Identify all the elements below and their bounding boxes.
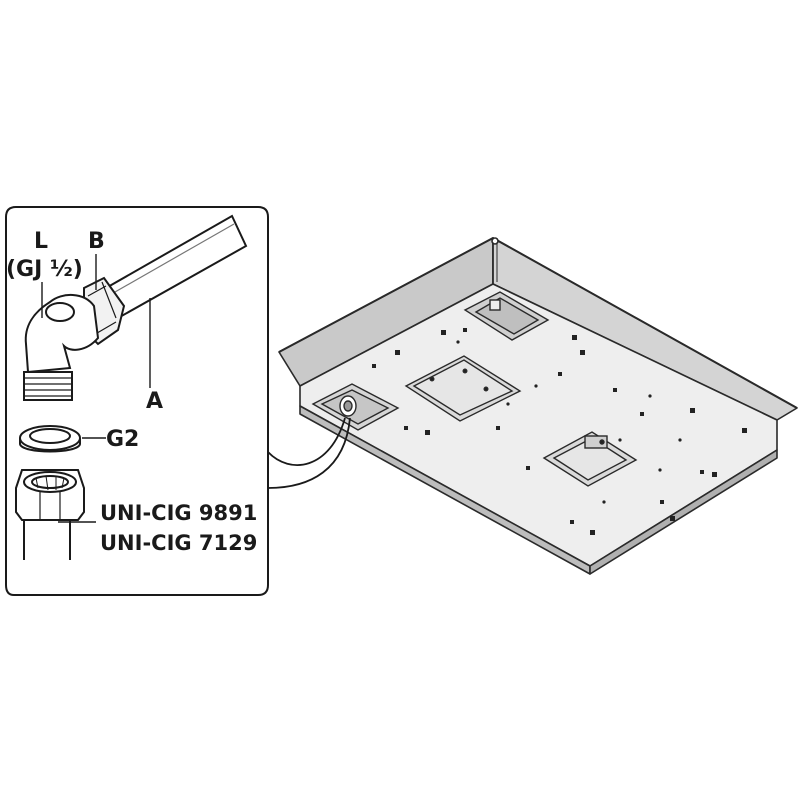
callout-leader-lower (267, 417, 351, 489)
label-g2: G2 (106, 427, 139, 452)
elbow-fitting-l (23, 294, 100, 401)
flexible-hose (23, 520, 71, 560)
hob-side-edge (589, 449, 778, 575)
label-leader-lines (41, 254, 151, 523)
label-uni-cig-7129: UNI-CIG 7129 (100, 531, 257, 555)
hob-mounting-holes (372, 328, 747, 535)
hose-hex-nut (15, 469, 85, 521)
hob-underside (278, 237, 798, 575)
gasket-g2 (19, 425, 81, 453)
label-gj-half: (GJ ½) (6, 257, 83, 282)
hob-burner-plate-1 (404, 355, 522, 422)
label-l: L (34, 229, 48, 254)
callout-leader-upper (267, 417, 346, 466)
hob-burner-plate-2 (542, 431, 638, 487)
hob-gas-inlet-recess (311, 383, 400, 431)
hob-rear-bracket (463, 291, 550, 341)
label-a: A (146, 389, 163, 414)
elbow-thread (23, 371, 73, 401)
label-b: B (88, 229, 105, 254)
label-uni-cig-9891: UNI-CIG 9891 (100, 501, 257, 525)
